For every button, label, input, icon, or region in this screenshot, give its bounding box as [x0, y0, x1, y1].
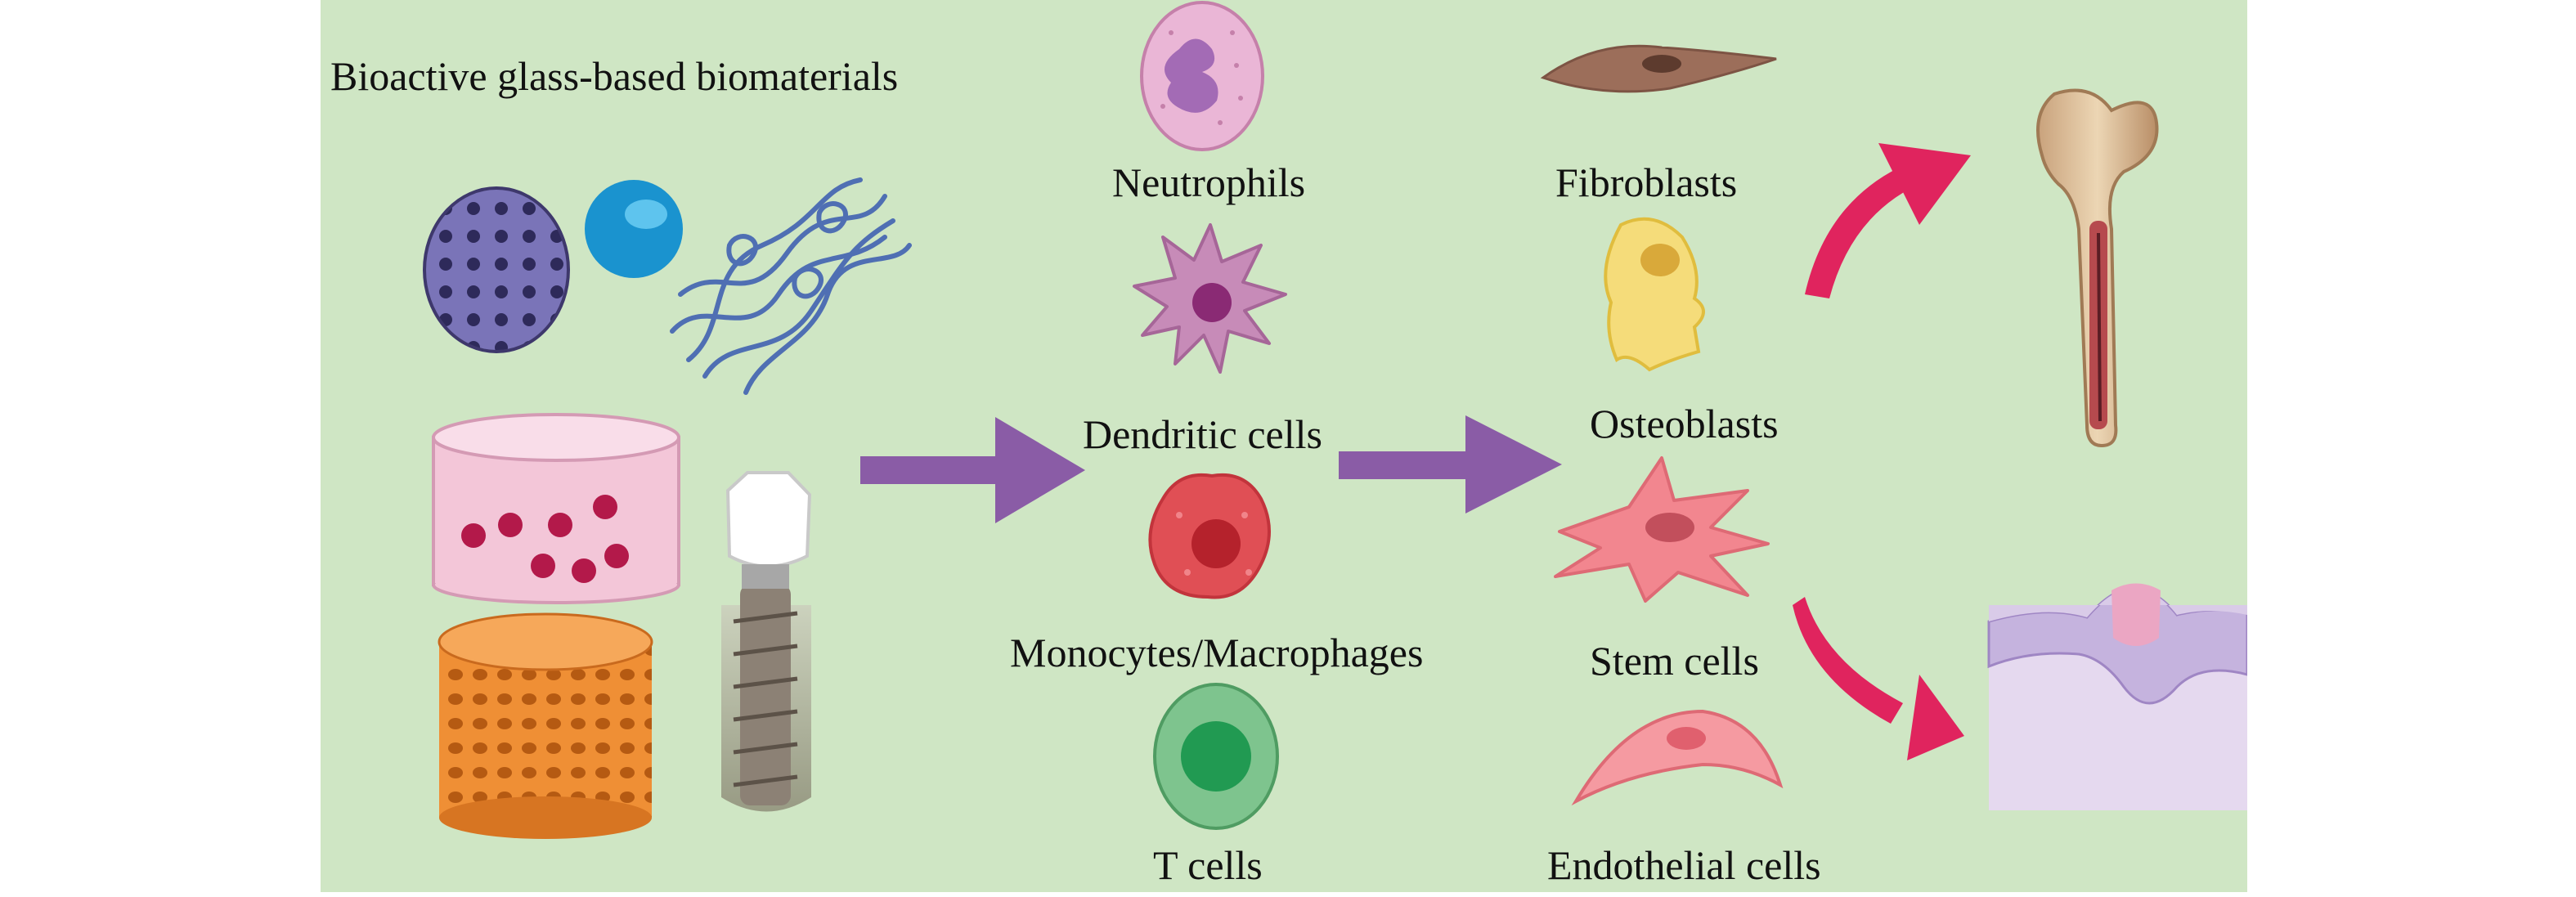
porous-scaffold-icon — [438, 612, 653, 839]
neutrophil-icon — [1140, 1, 1264, 151]
outcome-arrow-skin — [1793, 597, 1964, 760]
dental-implant-icon — [721, 471, 812, 812]
blue-sphere-icon — [585, 180, 683, 278]
label-osteoblasts: Osteoblasts — [1590, 401, 1779, 446]
porous-sphere-icon — [423, 186, 570, 353]
flow-arrow-2 — [1339, 415, 1562, 514]
flow-arrow-1 — [860, 417, 1085, 523]
t-cell-icon — [1153, 683, 1279, 830]
hydrogel-disc-icon — [432, 413, 680, 604]
fiber-mesh-icon — [670, 177, 912, 395]
label-t-cells: T cells — [1153, 842, 1263, 888]
label-fibroblasts: Fibroblasts — [1555, 159, 1737, 205]
macrophage-icon — [1148, 473, 1271, 599]
label-stem-cells: Stem cells — [1590, 638, 1759, 684]
stem-cell-icon — [1554, 456, 1770, 603]
femur-bone-icon — [2036, 88, 2159, 448]
outcome-arrow-bone — [1805, 143, 1971, 298]
label-neutrophils: Neutrophils — [1112, 159, 1305, 205]
figure-title: Bioactive glass-based biomaterials — [330, 53, 898, 99]
label-endothelial-cells: Endothelial cells — [1547, 842, 1821, 888]
figure-panel: Bioactive glass-based biomaterials — [321, 0, 2247, 892]
endothelial-cell-icon — [1571, 709, 1784, 806]
skin-tissue-icon — [1987, 583, 2247, 810]
dendritic-cell-icon — [1133, 223, 1287, 374]
osteoblast-icon — [1604, 217, 1705, 372]
label-monocytes-macrophages: Monocytes/Macrophages — [1010, 630, 1423, 675]
label-dendritic-cells: Dendritic cells — [1083, 411, 1322, 457]
fibroblast-icon — [1540, 44, 1777, 93]
